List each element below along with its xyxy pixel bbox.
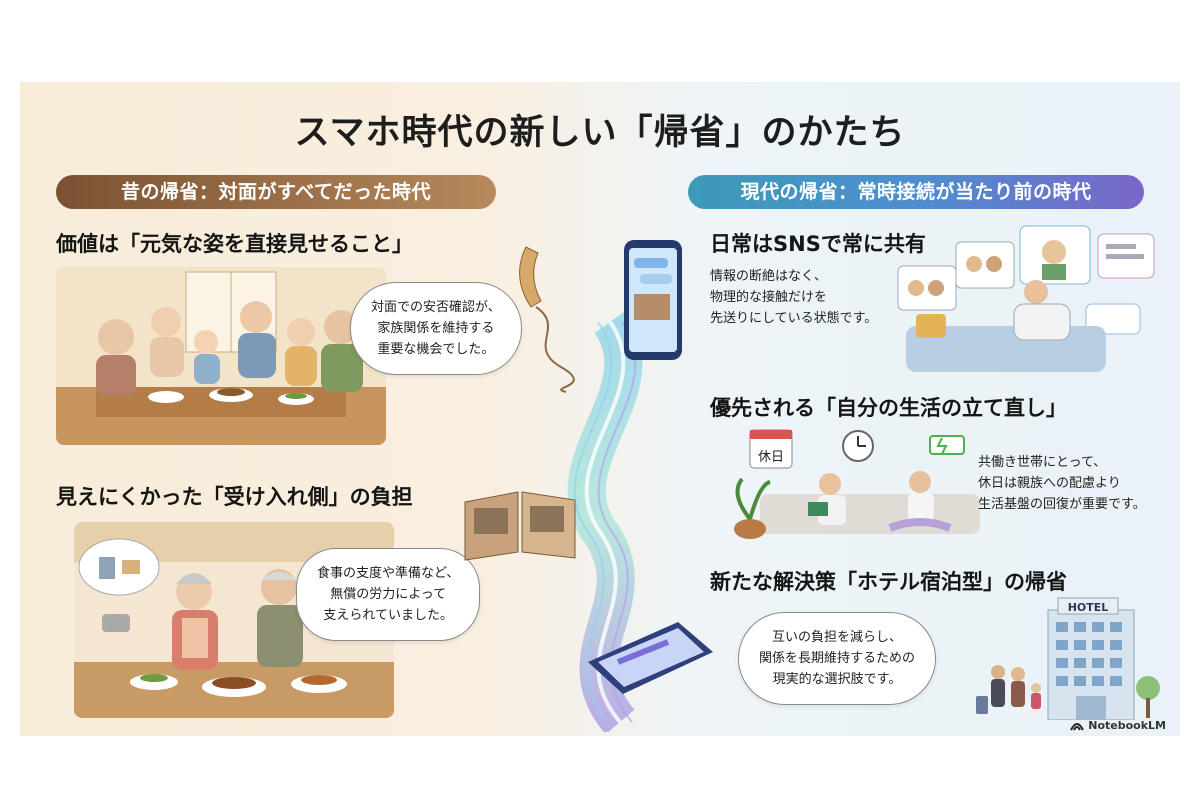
sns-sharing-illustration: [886, 222, 1166, 372]
bubble-text: 重要な機会でした。: [377, 342, 495, 357]
right-note-2: 共働き世帯にとって、 休日は親族への配慮より 生活基盤の回復が重要です。: [978, 452, 1146, 515]
telephone-handset-icon: [519, 246, 575, 393]
watermark: NotebookLM: [1070, 719, 1166, 732]
page-title: スマホ時代の新しい「帰省」のかたち: [294, 113, 906, 153]
bubble-text: 現実的な選択肢です。: [772, 672, 902, 687]
note-text: 物理的な接触だけを: [710, 290, 828, 305]
hotel-family-illustration: HOTEL: [958, 592, 1168, 720]
smartphone-flat-icon: [588, 622, 713, 694]
note-text: 先送りにしている状態です。: [710, 311, 878, 326]
bubble-text: 支えられていました。: [323, 608, 453, 623]
bubble-text: 家族関係を維持する: [377, 321, 495, 336]
bubble-text: 関係を長期維持するための: [759, 651, 916, 666]
right-heading-1: 日常はSNSで常に共有: [710, 232, 926, 256]
bubble-text: 互いの負担を減らし、: [772, 630, 903, 645]
hotel-sign: HOTEL: [1068, 601, 1109, 614]
note-text: 生活基盤の回復が重要です。: [978, 497, 1146, 512]
left-banner: 昔の帰省：対面がすべてだった時代: [56, 175, 496, 209]
notebooklm-logo-icon: [1070, 722, 1085, 730]
bubble-text: 食事の支度や準備など、: [317, 566, 460, 581]
right-note-1: 情報の断絶はなく、 物理的な接触だけを 先送りにしている状態です。: [710, 266, 877, 329]
left-heading-2: 見えにくかった「受け入れ側」の負担: [56, 485, 413, 509]
calendar-label: 休日: [758, 450, 784, 465]
infographic: スマホ時代の新しい「帰省」のかたち 昔の帰省：対面がすべてだった時代 現代の帰省…: [20, 82, 1180, 736]
note-text: 休日は親族への配慮より: [978, 476, 1121, 491]
left-bubble-1: 対面での安否確認が、 家族関係を維持する 重要な機会でした。: [350, 282, 522, 375]
smartphone-chat-icon: [624, 240, 682, 360]
left-bubble-2: 食事の支度や準備など、 無償の労力によって 支えられていました。: [296, 548, 481, 641]
right-bubble-3: 互いの負担を減らし、 関係を長期維持するための 現実的な選択肢です。: [738, 612, 937, 705]
note-text: 情報の断絶はなく、: [710, 269, 828, 284]
watermark-text: NotebookLM: [1088, 719, 1166, 732]
right-heading-3: 新たな解決策「ホテル宿泊型」の帰省: [710, 570, 1067, 594]
note-text: 共働き世帯にとって、: [978, 455, 1107, 470]
bubble-text: 対面での安否確認が、: [371, 300, 501, 315]
photo-album-icon: [464, 491, 576, 561]
family-dinner-illustration: [56, 267, 386, 445]
left-heading-1: 価値は「元気な姿を直接見せること」: [56, 232, 413, 256]
relaxing-couple-illustration: 休日: [720, 424, 980, 544]
right-heading-2: 優先される「自分の生活の立て直し」: [710, 396, 1067, 420]
bubble-text: 無償の労力によって: [330, 587, 447, 602]
right-banner: 現代の帰省：常時接続が当たり前の時代: [688, 175, 1144, 209]
